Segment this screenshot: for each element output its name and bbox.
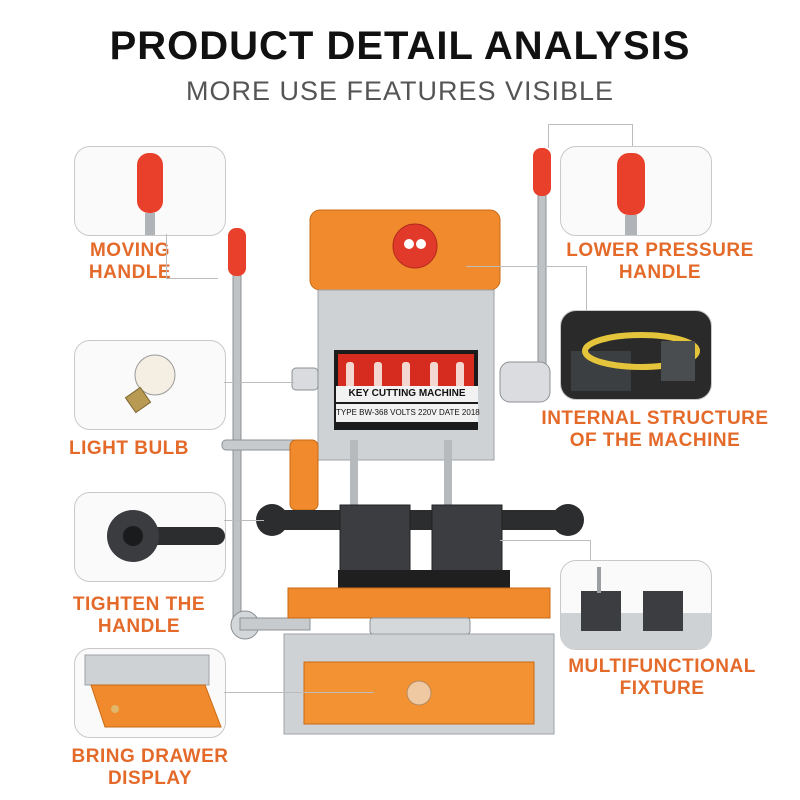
fixture-connector-v: [590, 540, 591, 560]
light-bulb-panel: [74, 340, 226, 430]
date-label: DATE: [438, 408, 460, 417]
tighten-handle-label: TIGHTEN THE HANDLE: [72, 594, 206, 637]
moving-handle-connector-h: [166, 278, 218, 279]
internal-structure-connector-h: [466, 266, 586, 267]
internal-structure-connector-v: [586, 266, 587, 310]
type-value: BW-368: [359, 408, 388, 417]
red-handle-icon: [137, 153, 163, 235]
page-title: PRODUCT DETAIL ANALYSIS: [109, 24, 691, 68]
lower-pressure-connector-v2: [632, 124, 633, 146]
internal-structure-panel: [560, 310, 712, 400]
volts-value: 220V: [418, 408, 437, 417]
fixture-icon: [561, 567, 711, 649]
machine-name-plate: KEY CUTTING MACHINE TYPE BW-368 VOLTS 22…: [336, 386, 480, 426]
lower-pressure-connector-h: [548, 124, 632, 125]
moving-handle-label: MOVING HANDLE: [88, 240, 172, 283]
internal-structure-label: INTERNAL STRUCTURE OF THE MACHINE: [541, 408, 769, 451]
lower-pressure-handle-panel: [560, 146, 712, 236]
tighten-handle-connector: [224, 520, 264, 521]
fixture-connector-h: [500, 540, 590, 541]
date-value: 2018: [461, 408, 480, 417]
moving-handle-panel: [74, 146, 226, 236]
lower-pressure-connector-v: [548, 124, 549, 148]
lower-pressure-handle-label: LOWER PRESSURE HANDLE: [566, 240, 754, 283]
drawer-label: BRING DRAWER DISPLAY: [71, 746, 229, 789]
plate-specs: TYPE BW-368 VOLTS 220V DATE 2018: [336, 404, 480, 422]
tighten-handle-panel: [74, 492, 226, 582]
light-bulb-icon: [124, 354, 176, 414]
drawer-connector: [224, 692, 374, 693]
multifunctional-fixture-panel: [560, 560, 712, 650]
light-bulb-label: LIGHT BULB: [68, 438, 190, 459]
type-label: TYPE: [336, 408, 357, 417]
page-subtitle: MORE USE FEATURES VISIBLE: [185, 76, 615, 106]
key-cutting-machine-illustration: [221, 148, 584, 735]
drawer-icon: [84, 654, 222, 728]
red-handle-icon-right: [617, 153, 645, 235]
moving-handle-connector: [166, 234, 167, 278]
plate-title: KEY CUTTING MACHINE: [336, 386, 478, 402]
multifunctional-fixture-label: MULTIFUNCTIONAL FIXTURE: [568, 656, 756, 699]
belt-mechanism-icon: [561, 311, 711, 399]
drawer-panel: [74, 648, 226, 738]
light-bulb-connector: [224, 382, 294, 383]
tighten-handle-icon: [107, 510, 225, 562]
volts-label: VOLTS: [390, 408, 416, 417]
